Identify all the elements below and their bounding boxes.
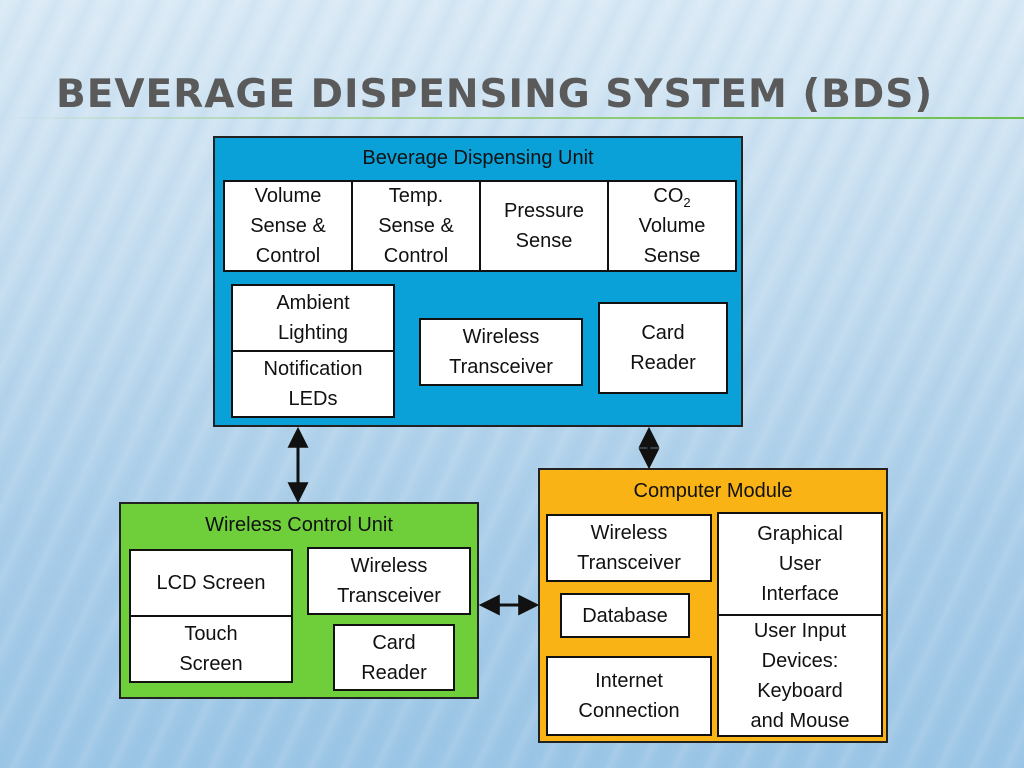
volume-sense-control-box: Volume Sense & Control [223, 180, 353, 272]
wireless-control-unit-panel: Wireless Control Unit LCD Screen Touch S… [119, 502, 479, 699]
co2-volume-sense-box: CO2 Volume Sense [607, 180, 737, 272]
database-box: Database [560, 593, 690, 638]
co2-volume-sense-text: Volume Sense [638, 215, 706, 267]
cm-title: Computer Module [633, 480, 793, 502]
wcu-card-reader-box: Card Reader [333, 624, 455, 691]
bdu-card-reader-box: Card Reader [598, 302, 728, 394]
slide-title: BEVERAGE DISPENSING SYSTEM (BDS) [56, 72, 934, 117]
bdu-title: Beverage Dispensing Unit [362, 147, 594, 169]
pressure-sense-box: Pressure Sense [479, 180, 609, 272]
co2-label: CO2 [653, 181, 690, 211]
cm-wireless-transceiver-box: Wireless Transceiver [546, 514, 712, 582]
touch-screen-box: Touch Screen [129, 615, 293, 683]
user-input-devices-box: User Input Devices: Keyboard and Mouse [717, 614, 883, 737]
co2-text: CO [653, 185, 684, 207]
co2-subscript: 2 [683, 195, 691, 210]
lcd-screen-box: LCD Screen [129, 549, 293, 617]
notification-leds-box: Notification LEDs [231, 350, 395, 418]
internet-connection-box: Internet Connection [546, 656, 712, 736]
bdu-wireless-transceiver-box: Wireless Transceiver [419, 318, 583, 386]
ambient-lighting-box: Ambient Lighting [231, 284, 395, 352]
wcu-title: Wireless Control Unit [205, 514, 393, 536]
wcu-wireless-transceiver-box: Wireless Transceiver [307, 547, 471, 615]
title-divider [0, 117, 1024, 119]
beverage-dispensing-unit-panel: Beverage Dispensing Unit Volume Sense & … [213, 136, 743, 427]
graphical-user-interface-box: Graphical User Interface [717, 512, 883, 616]
computer-module-panel: Computer Module Wireless Transceiver Dat… [538, 468, 888, 743]
temp-sense-control-box: Temp. Sense & Control [351, 180, 481, 272]
